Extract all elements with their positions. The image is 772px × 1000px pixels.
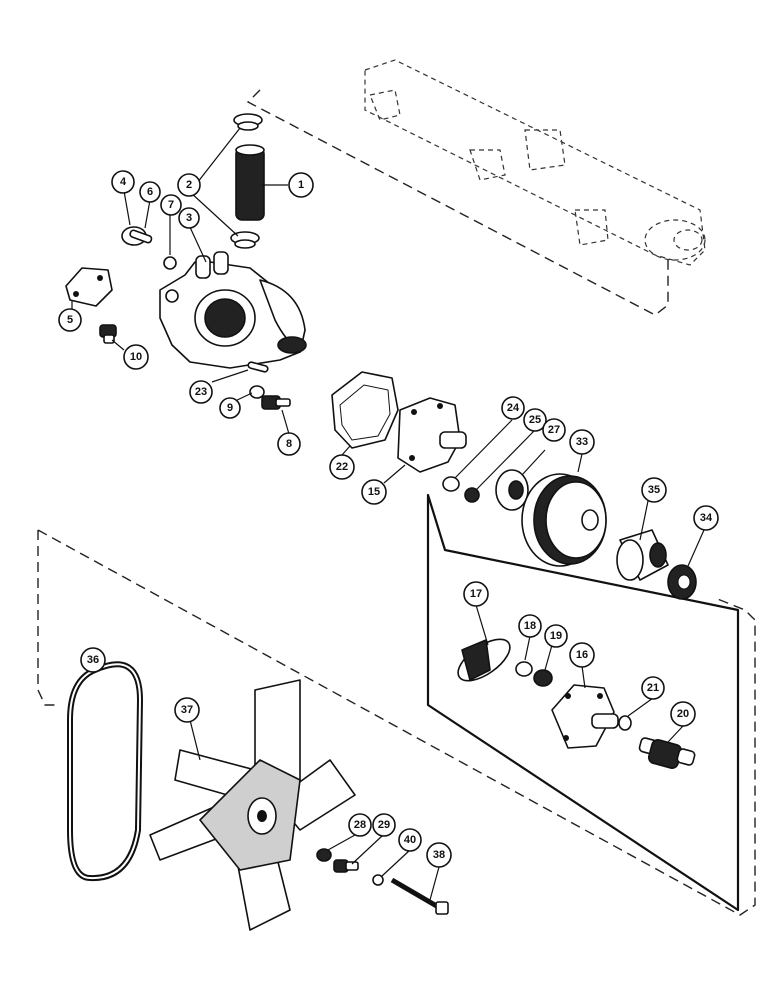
callout-22: 22 (329, 454, 355, 480)
callout-label: 35 (648, 484, 660, 496)
manifold-group-boundary (246, 89, 669, 316)
pump-housing-part (551, 684, 619, 749)
callout-label: 23 (195, 386, 207, 398)
callout-20: 20 (670, 701, 696, 727)
callout-label: 2 (186, 179, 192, 191)
callout-10: 10 (123, 344, 149, 370)
fan-washer-part (316, 848, 332, 862)
callout-label: 27 (548, 424, 560, 436)
callout-label: 7 (168, 199, 174, 211)
callout-19: 19 (544, 624, 568, 648)
callout-37: 37 (174, 697, 200, 723)
callout-label: 17 (470, 588, 482, 600)
callout-35: 35 (641, 477, 667, 503)
small-washer-part (618, 715, 632, 731)
callout-16: 16 (569, 642, 595, 668)
fan-flange-part (667, 564, 697, 600)
fan-belt-group-boundary (37, 529, 756, 916)
callout-25: 25 (523, 408, 547, 432)
callout-3: 3 (178, 207, 200, 229)
small-pin-part (247, 361, 269, 373)
callout-label: 19 (550, 630, 562, 642)
pump-hub-part (495, 469, 529, 511)
ghost-manifold (364, 59, 706, 266)
callout-15: 15 (361, 479, 387, 505)
callout-27: 27 (542, 418, 566, 442)
shaft-bearing-part (638, 737, 696, 769)
callout-17: 17 (463, 581, 489, 607)
fan-belt-part (67, 661, 144, 882)
callout-2: 2 (177, 173, 201, 197)
pulley-part (521, 473, 607, 567)
pump-detail-box (426, 493, 740, 912)
callout-label: 10 (130, 351, 142, 363)
callout-33: 33 (569, 429, 595, 455)
callout-label: 6 (147, 186, 153, 198)
callout-label: 25 (529, 414, 541, 426)
callout-24: 24 (501, 396, 525, 420)
seal-seat-part (533, 669, 553, 687)
small-nut-part (163, 256, 177, 270)
callout-7: 7 (160, 194, 182, 216)
spacer-part (616, 529, 669, 581)
hose-sleeve-part (235, 144, 265, 221)
callout-label: 16 (576, 649, 588, 661)
callout-label: 38 (433, 849, 445, 861)
callout-label: 33 (576, 436, 588, 448)
thermostat-housing-part (159, 251, 307, 369)
callout-28: 28 (348, 813, 372, 837)
callout-label: 9 (227, 402, 233, 414)
callout-label: 36 (87, 654, 99, 666)
impeller-part (457, 638, 511, 682)
callout-label: 20 (677, 708, 689, 720)
callout-21: 21 (641, 676, 665, 700)
bolt-part (261, 395, 291, 410)
callout-34: 34 (693, 505, 719, 531)
callout-4: 4 (111, 170, 135, 194)
callout-label: 15 (368, 486, 380, 498)
callout-5: 5 (58, 308, 82, 332)
lock-washer-part (249, 385, 265, 399)
callout-label: 18 (524, 620, 536, 632)
callout-23: 23 (189, 380, 213, 404)
callout-label: 24 (507, 402, 520, 414)
callout-label: 29 (378, 819, 390, 831)
callout-29: 29 (372, 813, 396, 837)
fan-lock-washer-part (372, 874, 384, 886)
callout-1: 1 (288, 172, 314, 198)
fan-part (149, 679, 356, 931)
callout-18: 18 (518, 614, 542, 638)
callout-9: 9 (219, 397, 241, 419)
hex-nut-part (442, 476, 460, 492)
leader-lines (71, 127, 705, 901)
fan-bolt-part (333, 859, 359, 873)
callout-label: 28 (354, 819, 366, 831)
callout-label: 8 (286, 438, 292, 450)
pin-part (129, 229, 153, 244)
callout-label: 37 (181, 704, 193, 716)
seal-part (515, 661, 533, 677)
callout-label: 3 (186, 212, 192, 224)
callout-8: 8 (277, 432, 301, 456)
callout-36: 36 (80, 647, 106, 673)
callout-label: 21 (647, 682, 659, 694)
callout-label: 5 (67, 314, 73, 326)
washer-part (464, 487, 480, 503)
flange-gasket-part (65, 267, 113, 307)
callout-label: 1 (298, 179, 304, 191)
callout-38: 38 (426, 842, 452, 868)
fitting-part (99, 324, 117, 344)
water-pump-body-part (397, 397, 467, 473)
callout-label: 22 (336, 461, 348, 473)
long-bolt-part (390, 877, 449, 915)
callout-6: 6 (139, 181, 161, 203)
hose-clamp-part (230, 113, 263, 249)
callout-40: 40 (398, 828, 422, 852)
callout-label: 4 (120, 176, 127, 188)
callout-label: 34 (700, 512, 713, 524)
callout-label: 40 (404, 834, 416, 846)
